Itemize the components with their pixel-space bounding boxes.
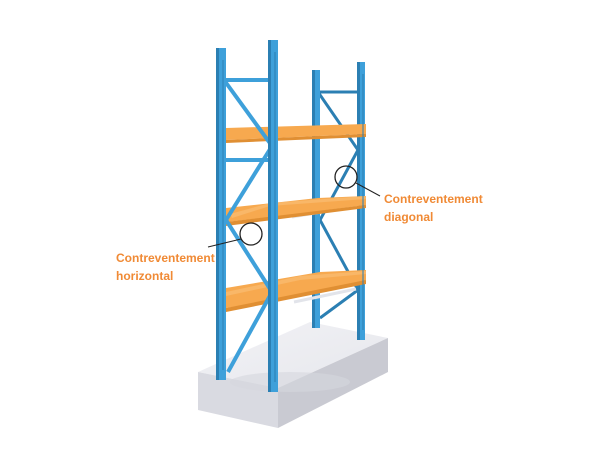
callout-horizontal-line-1: Contreventement xyxy=(116,251,215,265)
callout-label-diagonal: Contreventement diagonal xyxy=(384,190,483,226)
callout-label-horizontal: Contreventement horizontal xyxy=(116,249,215,285)
callout-horizontal-marker xyxy=(207,222,263,248)
callout-diagonal-line-1: Contreventement xyxy=(384,192,483,206)
lower-beam-level xyxy=(226,270,366,312)
callout-horizontal-line-2: horizontal xyxy=(116,269,174,283)
middle-beam-level xyxy=(226,196,366,226)
callout-diagonal-line-2: diagonal xyxy=(384,210,434,224)
front-frame-bracing xyxy=(222,78,274,373)
top-beam-level xyxy=(226,124,366,143)
base-plinth xyxy=(198,322,388,428)
front-uprights xyxy=(216,40,278,392)
upright-perforations xyxy=(222,52,364,382)
callout-diagonal-marker xyxy=(334,165,381,197)
